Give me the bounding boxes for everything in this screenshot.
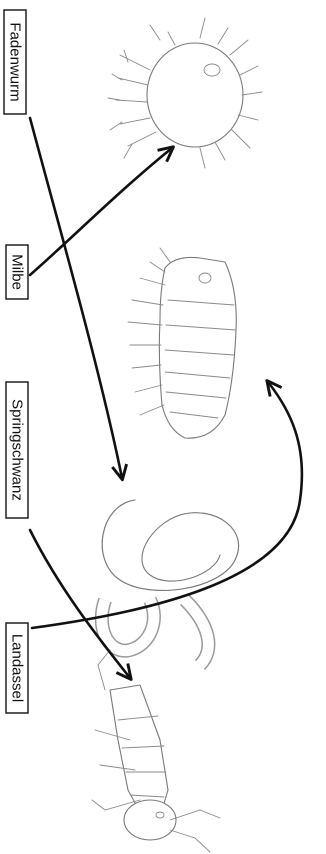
label-text-landassel: Landassel <box>9 634 26 702</box>
mite-illustration <box>108 18 262 168</box>
arrow-milbe-to-mite <box>30 148 172 275</box>
label-fadenwurm[interactable]: Fadenwurm <box>4 10 26 114</box>
woodlouse-illustration <box>128 248 236 438</box>
label-springschwanz[interactable]: Springschwanz <box>6 382 28 518</box>
label-text-milbe: Milbe <box>9 254 26 290</box>
label-text-springschwanz: Springschwanz <box>9 399 26 501</box>
label-milbe[interactable]: Milbe <box>6 245 28 299</box>
label-text-fadenwurm: Fadenwurm <box>7 22 24 101</box>
label-landassel[interactable]: Landassel <box>6 623 28 713</box>
arrow-fadenwurm-to-nematode <box>30 118 122 478</box>
springtail-illustration <box>92 650 220 852</box>
